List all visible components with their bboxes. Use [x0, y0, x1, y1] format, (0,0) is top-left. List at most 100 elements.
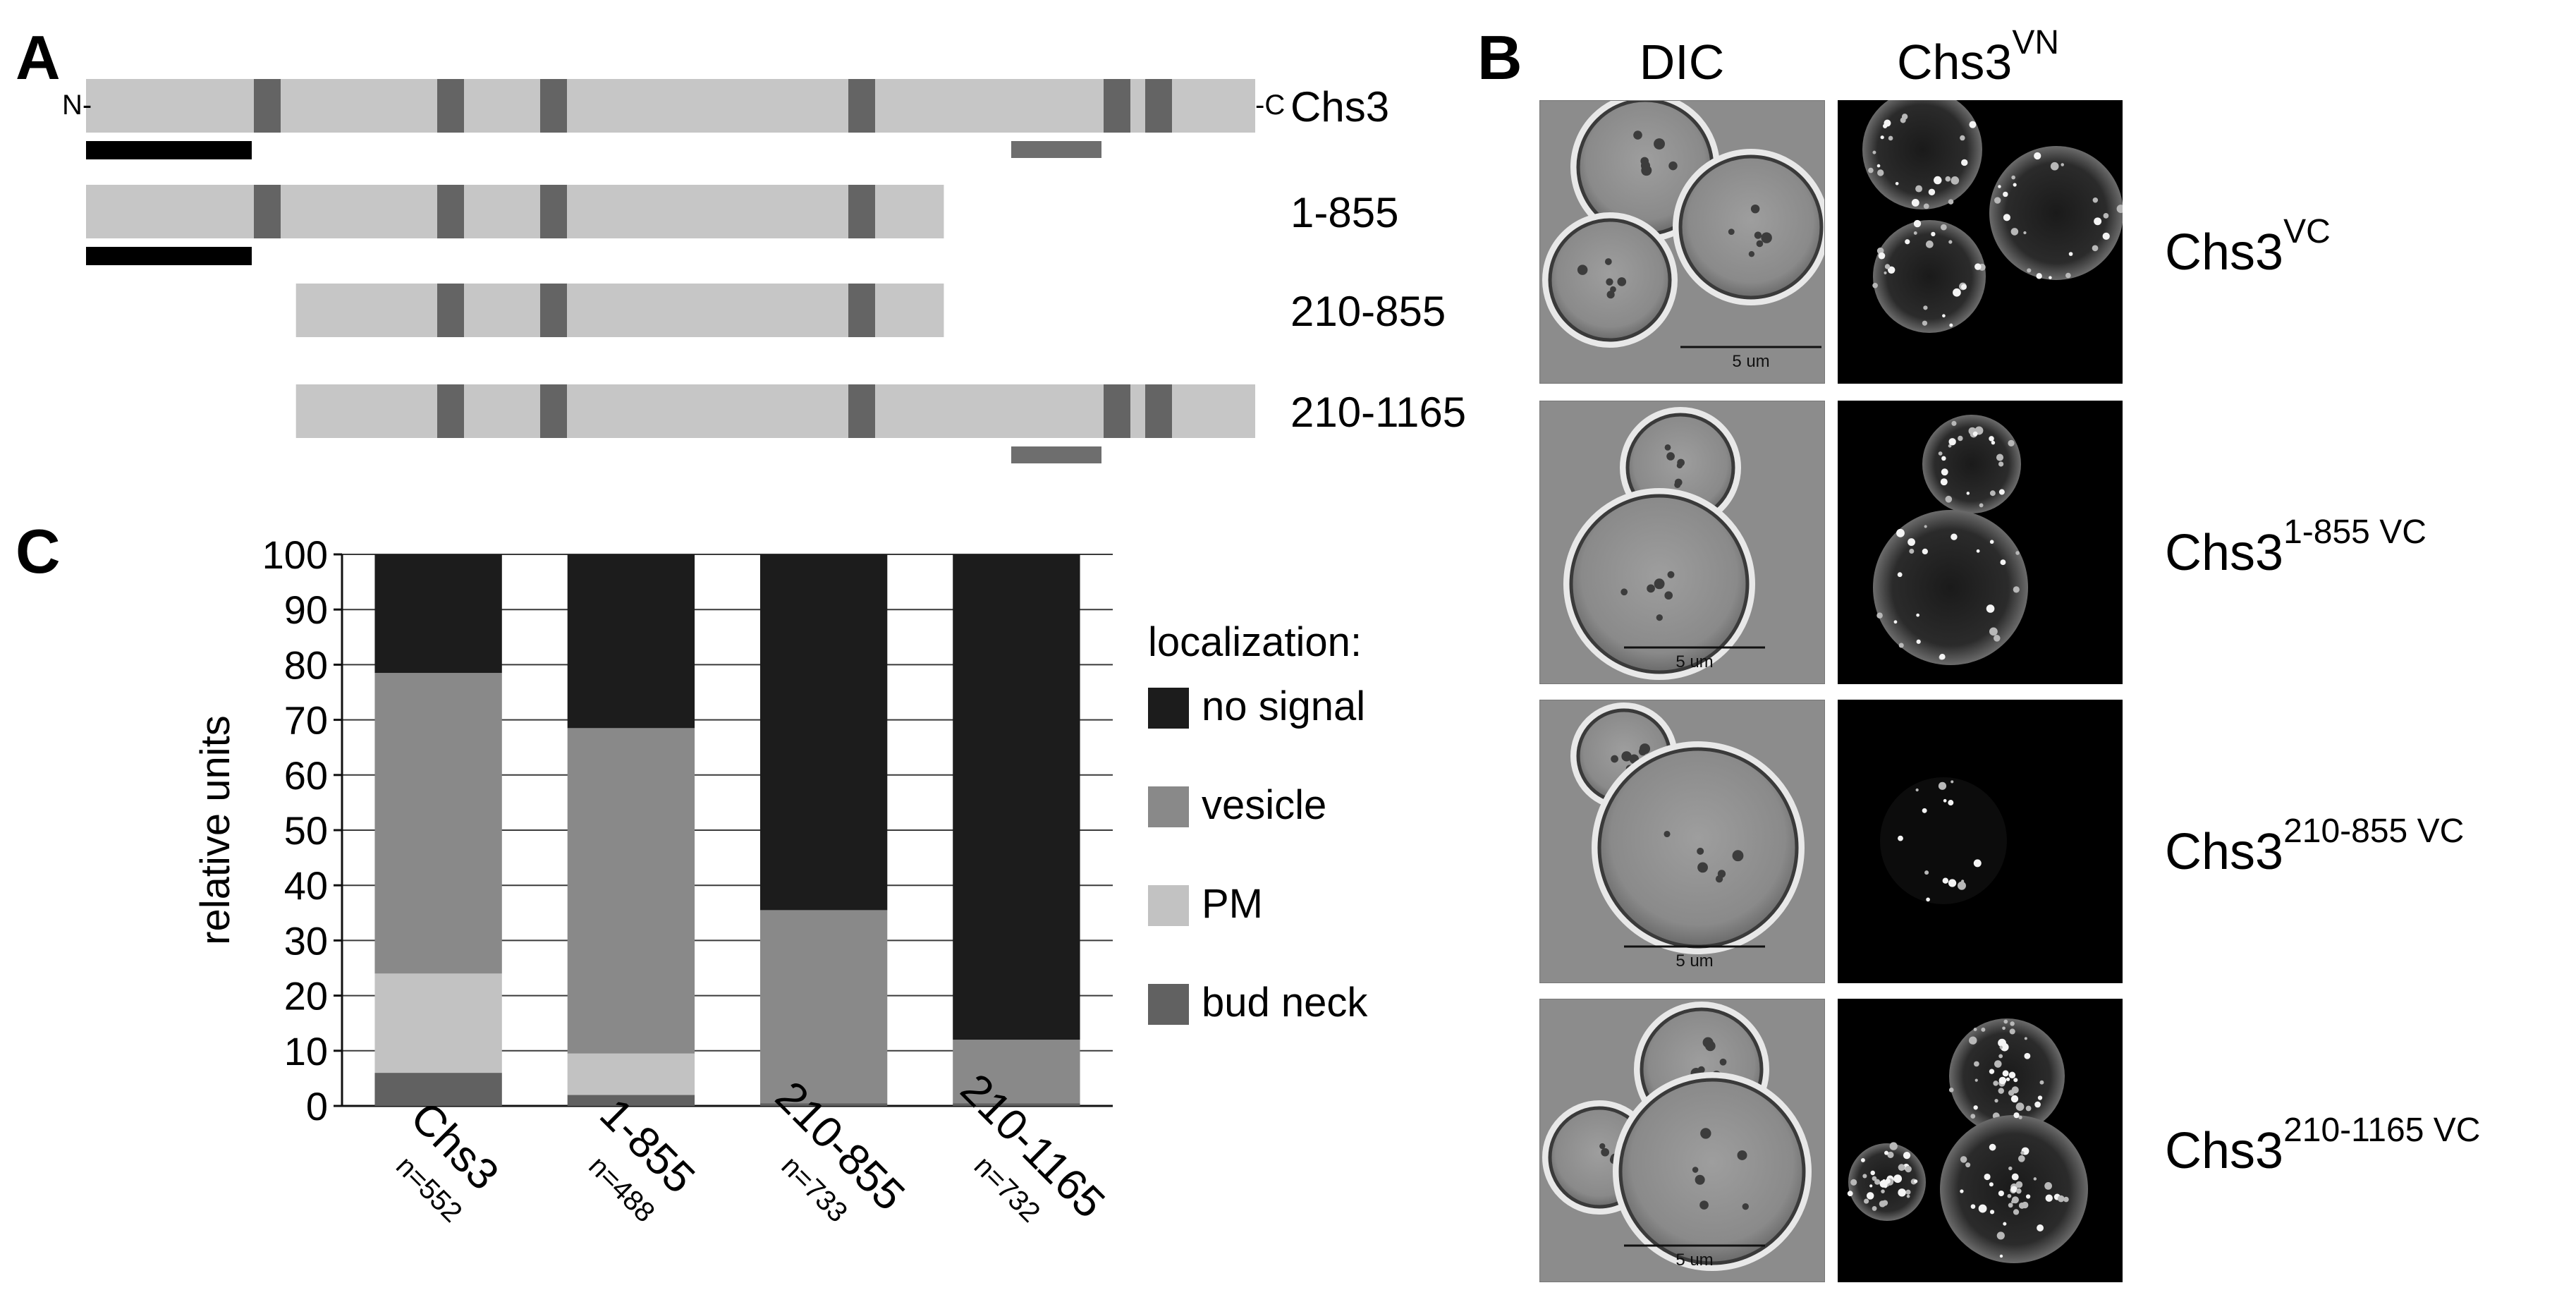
fluor-punctum — [1872, 1176, 1877, 1181]
fluor-punctum — [2003, 214, 2010, 221]
y-tick-label: 20 — [284, 974, 328, 1018]
vacuole-spot — [1604, 258, 1612, 265]
fluor-punctum — [1974, 263, 1982, 270]
fluor-punctum — [2013, 586, 2020, 593]
fluor-punctum — [1961, 159, 1968, 166]
fluor-punctum — [1876, 612, 1883, 619]
fluor-punctum — [1888, 135, 1893, 141]
scale-bar-label: 5 um — [1675, 951, 1713, 971]
legend-title: localization: — [1148, 619, 1362, 665]
vacuole-spot — [1664, 444, 1671, 451]
fluor-punctum — [1948, 199, 1954, 205]
fluor-punctum — [1998, 461, 2004, 467]
fluor-punctum — [1922, 548, 1928, 555]
y-tick-label: 70 — [284, 698, 328, 743]
y-tick-label: 50 — [284, 808, 328, 853]
fluor-punctum — [1905, 239, 1910, 245]
tm-segment — [254, 79, 281, 133]
vacuole-spot — [1577, 264, 1588, 275]
fluor-punctum — [1945, 176, 1951, 182]
fluor-punctum — [1996, 454, 2004, 461]
fluor-punctum — [2003, 1019, 2008, 1024]
panel-a-label: A — [16, 23, 61, 92]
fluor-punctum — [2018, 1155, 2025, 1162]
fluor-punctum — [1976, 549, 1980, 553]
fluor-punctum — [2021, 1201, 2029, 1209]
fluor-punctum — [1948, 240, 1953, 244]
fluor-punctum — [2011, 175, 2015, 180]
vacuole-spot — [1620, 588, 1628, 596]
fluor-punctum — [1926, 897, 1930, 902]
tm-segment — [1145, 79, 1172, 133]
fluor-punctum — [1998, 185, 2001, 188]
n-terminal-bar — [86, 141, 252, 159]
fluor-punctum — [1989, 490, 1996, 497]
panel-b-label: B — [1477, 23, 1522, 92]
fluor-punctum — [2010, 1021, 2015, 1026]
fluor-punctum — [1887, 266, 1896, 274]
fluor-punctum — [1881, 1180, 1888, 1188]
fluor-punctum — [1951, 780, 1954, 784]
tm-segment — [848, 284, 875, 337]
fluor-punctum — [1872, 282, 1878, 288]
fluor-punctum — [2033, 1177, 2037, 1181]
fluor-punctum — [1973, 1028, 1977, 1031]
legend-entry: PM — [1202, 881, 1263, 927]
fluor-punctum — [1948, 438, 1956, 446]
tm-segment — [437, 384, 464, 438]
vacuole-spot — [1695, 1174, 1705, 1185]
fluor-punctum — [1862, 1174, 1867, 1179]
vacuole-spot — [1633, 130, 1642, 140]
vacuole-spot — [1601, 1148, 1610, 1157]
fluor-punctum — [2009, 1028, 2015, 1035]
fluor-punctum — [2010, 1095, 2019, 1103]
fluor-cell — [1873, 510, 2028, 665]
vacuole-spot — [1599, 1143, 1606, 1150]
legend-swatch — [1148, 885, 1189, 926]
fluor-punctum — [1951, 420, 1957, 426]
fluor-punctum — [1924, 870, 1929, 875]
fluor-punctum — [1958, 435, 1963, 442]
fluor-punctum — [1994, 1099, 1998, 1103]
vacuole-spot — [1621, 751, 1632, 762]
dic-frame — [1539, 999, 1825, 1282]
tm-segment — [1145, 384, 1172, 438]
fluor-punctum — [2027, 268, 2032, 273]
y-tick-label: 100 — [262, 533, 328, 577]
fluor-punctum — [1965, 1162, 1971, 1168]
fluor-punctum — [1973, 1105, 1978, 1110]
fluor-punctum — [1884, 119, 1891, 127]
bar-segment — [567, 554, 695, 729]
dic-image — [1539, 100, 1825, 384]
fluor-punctum — [1970, 1204, 1976, 1209]
fluor-punctum — [2068, 252, 2073, 256]
fluor-punctum — [1999, 1045, 2003, 1049]
tm-segment — [540, 384, 567, 438]
fluor-punctum — [1916, 613, 1920, 617]
col-header-dic: DIC — [1640, 35, 1725, 90]
dic-image — [1539, 999, 1825, 1282]
fluor-punctum — [1942, 314, 1946, 318]
fluor-punctum — [1870, 1170, 1875, 1176]
fluor-punctum — [1905, 1165, 1912, 1173]
vacuole-spot — [1668, 161, 1678, 171]
col-header-vn-sup: VN — [2012, 24, 2059, 61]
bar-segment — [759, 910, 888, 1104]
fluor-punctum — [1960, 1156, 1967, 1163]
fluor-punctum — [1913, 231, 1917, 235]
vacuole-spot — [1677, 458, 1685, 467]
fluor-punctum — [1934, 176, 1942, 185]
fluor-punctum — [2007, 1193, 2012, 1198]
fluor-punctum — [2034, 1101, 2041, 1108]
scale-bar-label: 5 um — [1732, 352, 1769, 371]
fluor-punctum — [1898, 835, 1903, 841]
fluor-punctum — [1948, 800, 1954, 806]
tm-segment — [437, 79, 464, 133]
fluor-punctum — [1969, 121, 1977, 128]
row-label-base: Chs3 — [2165, 824, 2283, 880]
y-tick-label: 30 — [284, 918, 328, 963]
fluor-punctum — [1978, 1204, 1987, 1213]
